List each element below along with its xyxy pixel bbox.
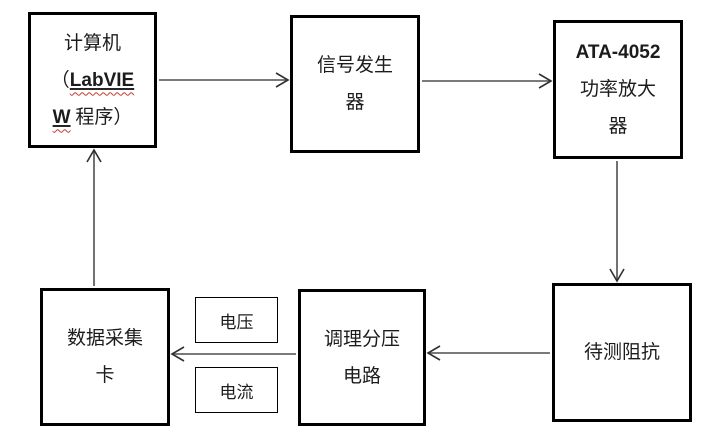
computer-label-w: W <box>52 106 71 128</box>
conditioning-label-line2: 电路 <box>342 365 381 387</box>
amplifier-label-line2: 功率放大 <box>579 79 656 100</box>
signal-generator-label-line2: 器 <box>345 92 365 113</box>
amplifier-model-label: ATA-4052 <box>575 42 661 63</box>
conditioning-label-line1: 调理分压 <box>323 328 400 350</box>
signal-generator-label-line1: 信号发生 <box>316 55 393 76</box>
daq-label-line2: 卡 <box>95 365 115 386</box>
node-signal-generator: 信号发生 器 <box>290 15 420 153</box>
voltage-tag-label: 电压 <box>219 312 254 332</box>
voltage-tag: 电压 <box>195 297 278 343</box>
node-computer: 计算机 （LabVIE W 程序） <box>28 12 157 148</box>
current-tag-label: 电流 <box>219 382 254 402</box>
spellcheck-squiggle: W <box>53 107 71 128</box>
computer-label-line1: 计算机 <box>63 32 121 54</box>
current-tag: 电流 <box>195 367 278 413</box>
node-daq-card: 数据采集 卡 <box>40 288 170 426</box>
computer-label-line3: W 程序） <box>53 99 133 136</box>
computer-label-program: 程序） <box>70 106 133 128</box>
spellcheck-squiggle: LabVIE <box>70 70 134 91</box>
computer-label-open-paren: （ <box>50 69 70 91</box>
node-impedance-under-test: 待测阻抗 <box>552 283 692 422</box>
amplifier-label-line3: 器 <box>608 116 628 137</box>
computer-label-line2: （LabVIE <box>51 62 134 99</box>
node-power-amplifier: ATA-4052 功率放大 器 <box>553 20 683 159</box>
computer-label-labvie: LabVIE <box>69 69 135 91</box>
impedance-label: 待测阻抗 <box>583 342 660 363</box>
node-conditioning-circuit: 调理分压 电路 <box>298 289 426 426</box>
daq-label-line1: 数据采集 <box>66 328 143 349</box>
